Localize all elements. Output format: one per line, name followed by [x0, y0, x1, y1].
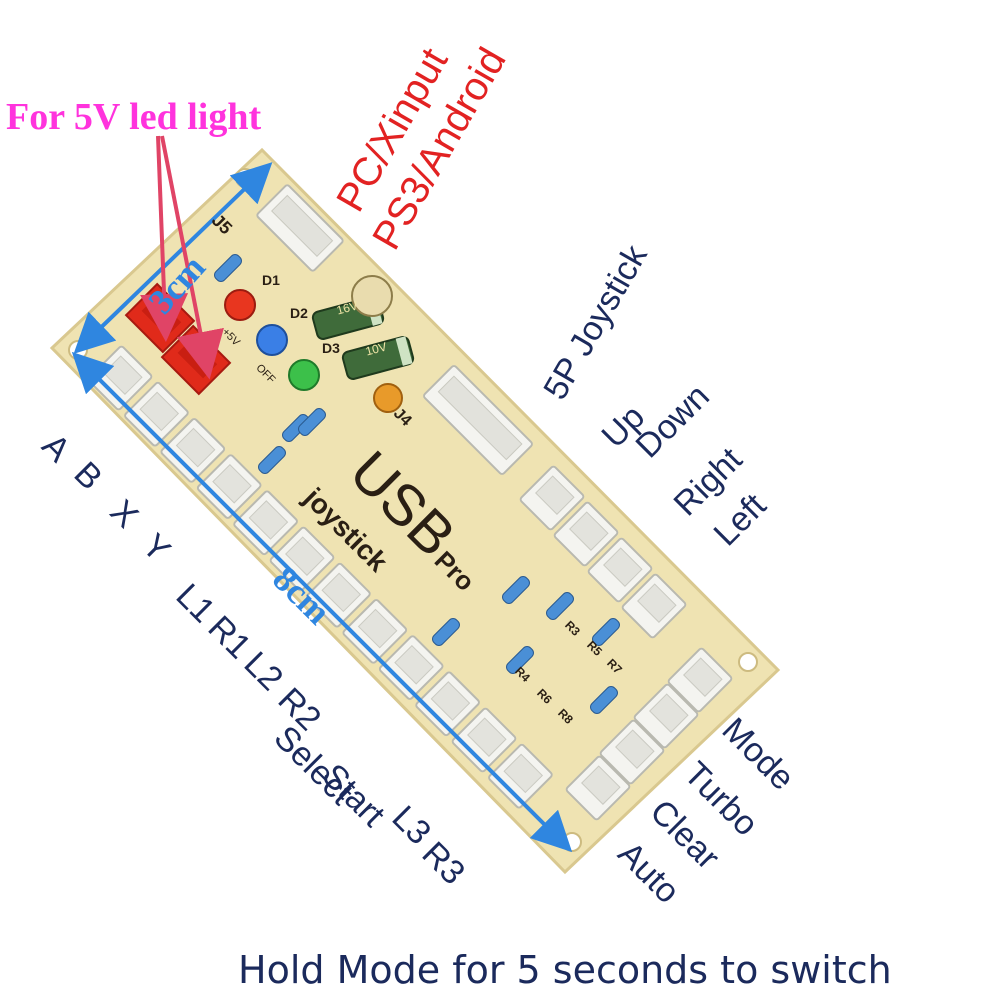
resistor	[590, 686, 618, 714]
led-d3-label: D3	[322, 340, 340, 356]
usb-connector-j5	[256, 184, 344, 272]
mount-hole	[562, 832, 582, 852]
led-callout-arrow	[140, 135, 189, 342]
resistor	[592, 618, 620, 646]
function-connector	[565, 755, 631, 821]
function-connector	[667, 647, 733, 713]
crystal	[351, 275, 393, 317]
led-callout-arrow	[160, 135, 224, 380]
function-connector	[599, 719, 665, 785]
length-dimension-arrow	[71, 351, 573, 853]
led-d2-label: D2	[290, 305, 308, 321]
direction-connector	[621, 573, 687, 639]
led-d1-label: D1	[262, 272, 280, 288]
function-connector	[633, 683, 699, 749]
width-dimension-arrow	[73, 162, 273, 354]
led-note: For 5V led light	[6, 96, 262, 138]
red-led	[224, 289, 256, 321]
mount-hole	[738, 652, 758, 672]
blue-led	[256, 324, 288, 356]
caption: Hold Mode for 5 seconds to switch	[238, 948, 892, 992]
mount-hole	[68, 340, 88, 360]
function-connector-row	[565, 647, 733, 821]
direction-connector	[587, 537, 653, 603]
green-led	[288, 359, 320, 391]
